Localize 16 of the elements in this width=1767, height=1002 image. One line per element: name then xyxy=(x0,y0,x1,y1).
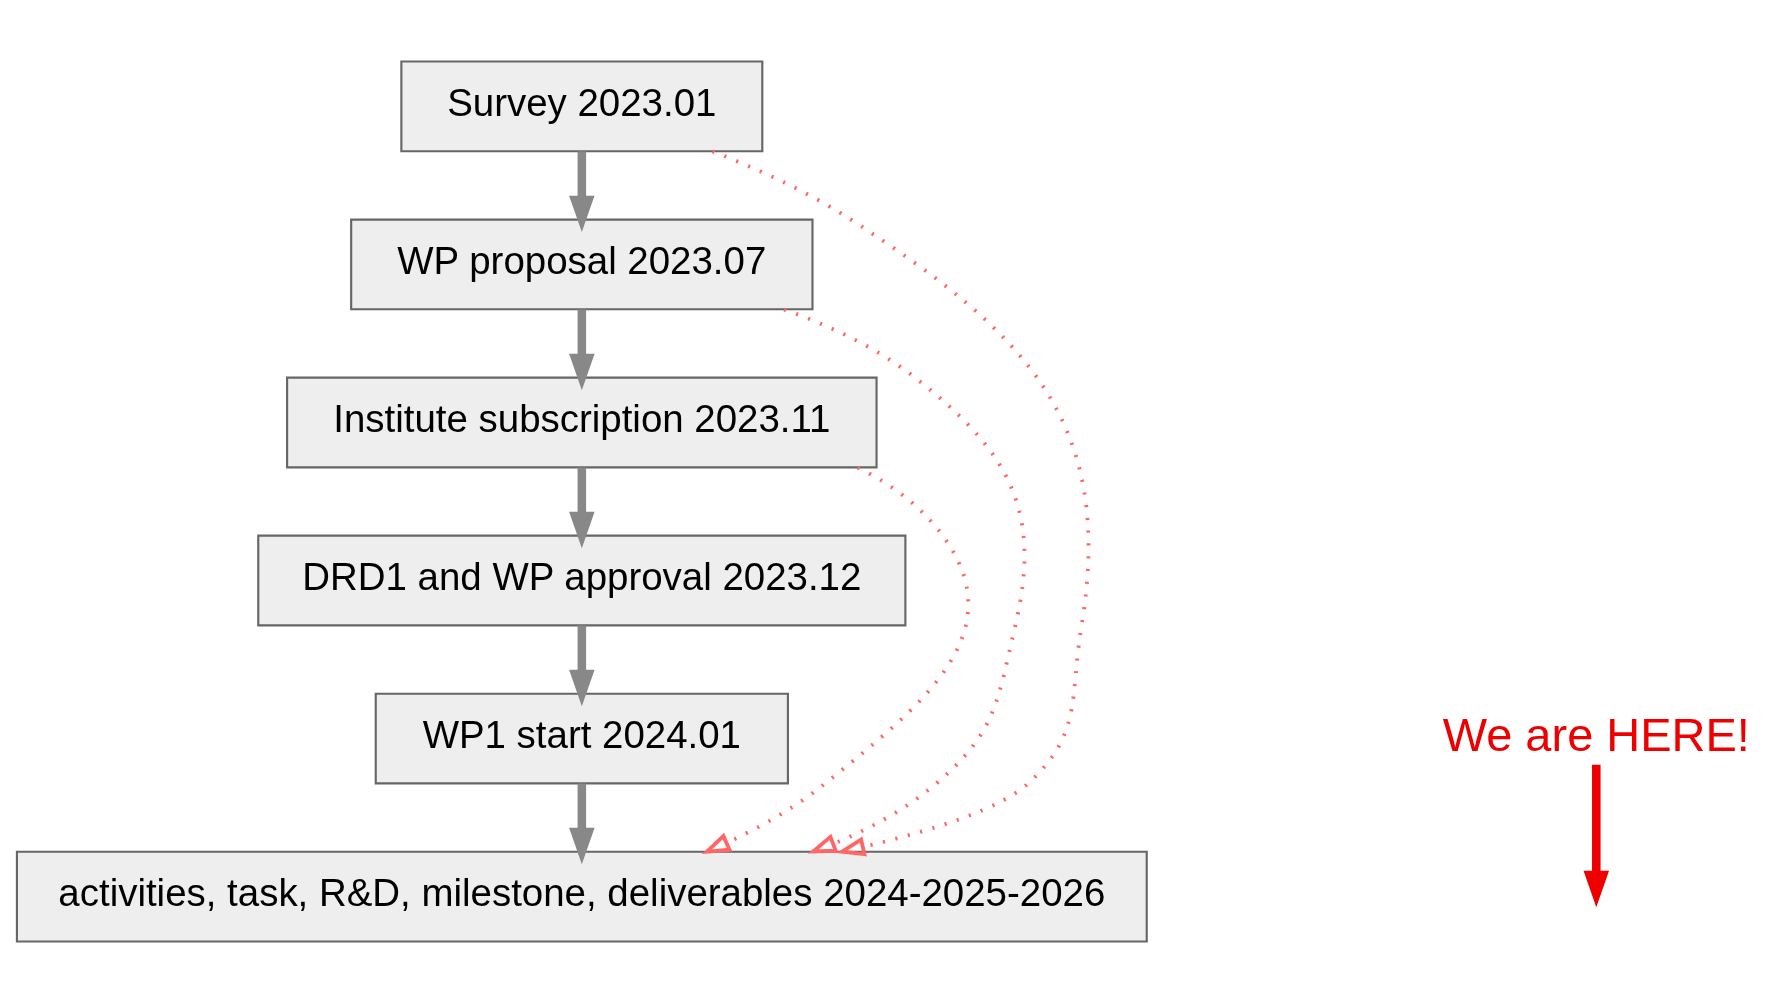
arrow xyxy=(569,783,595,864)
arrow xyxy=(1583,764,1610,907)
arrow xyxy=(569,308,595,390)
node-box: WP1 start 2024.01 xyxy=(374,692,789,784)
node-box: WP proposal 2023.07 xyxy=(350,218,814,310)
node-box: DRD1 and WP approval 2023.12 xyxy=(257,534,907,626)
node-text: We are HERE! xyxy=(1442,707,1750,761)
arrow xyxy=(711,149,1091,856)
node-box: Institute subscription 2023.11 xyxy=(286,376,878,468)
arrow xyxy=(569,625,595,706)
node-box: Survey 2023.01 xyxy=(400,59,764,152)
arrow xyxy=(569,466,595,548)
arrow xyxy=(783,307,1027,854)
node-box: activities, task, R&D, milestone, deliverables 2024-2025-2026 xyxy=(15,850,1148,943)
arrow xyxy=(569,150,595,232)
arrow xyxy=(701,465,971,854)
